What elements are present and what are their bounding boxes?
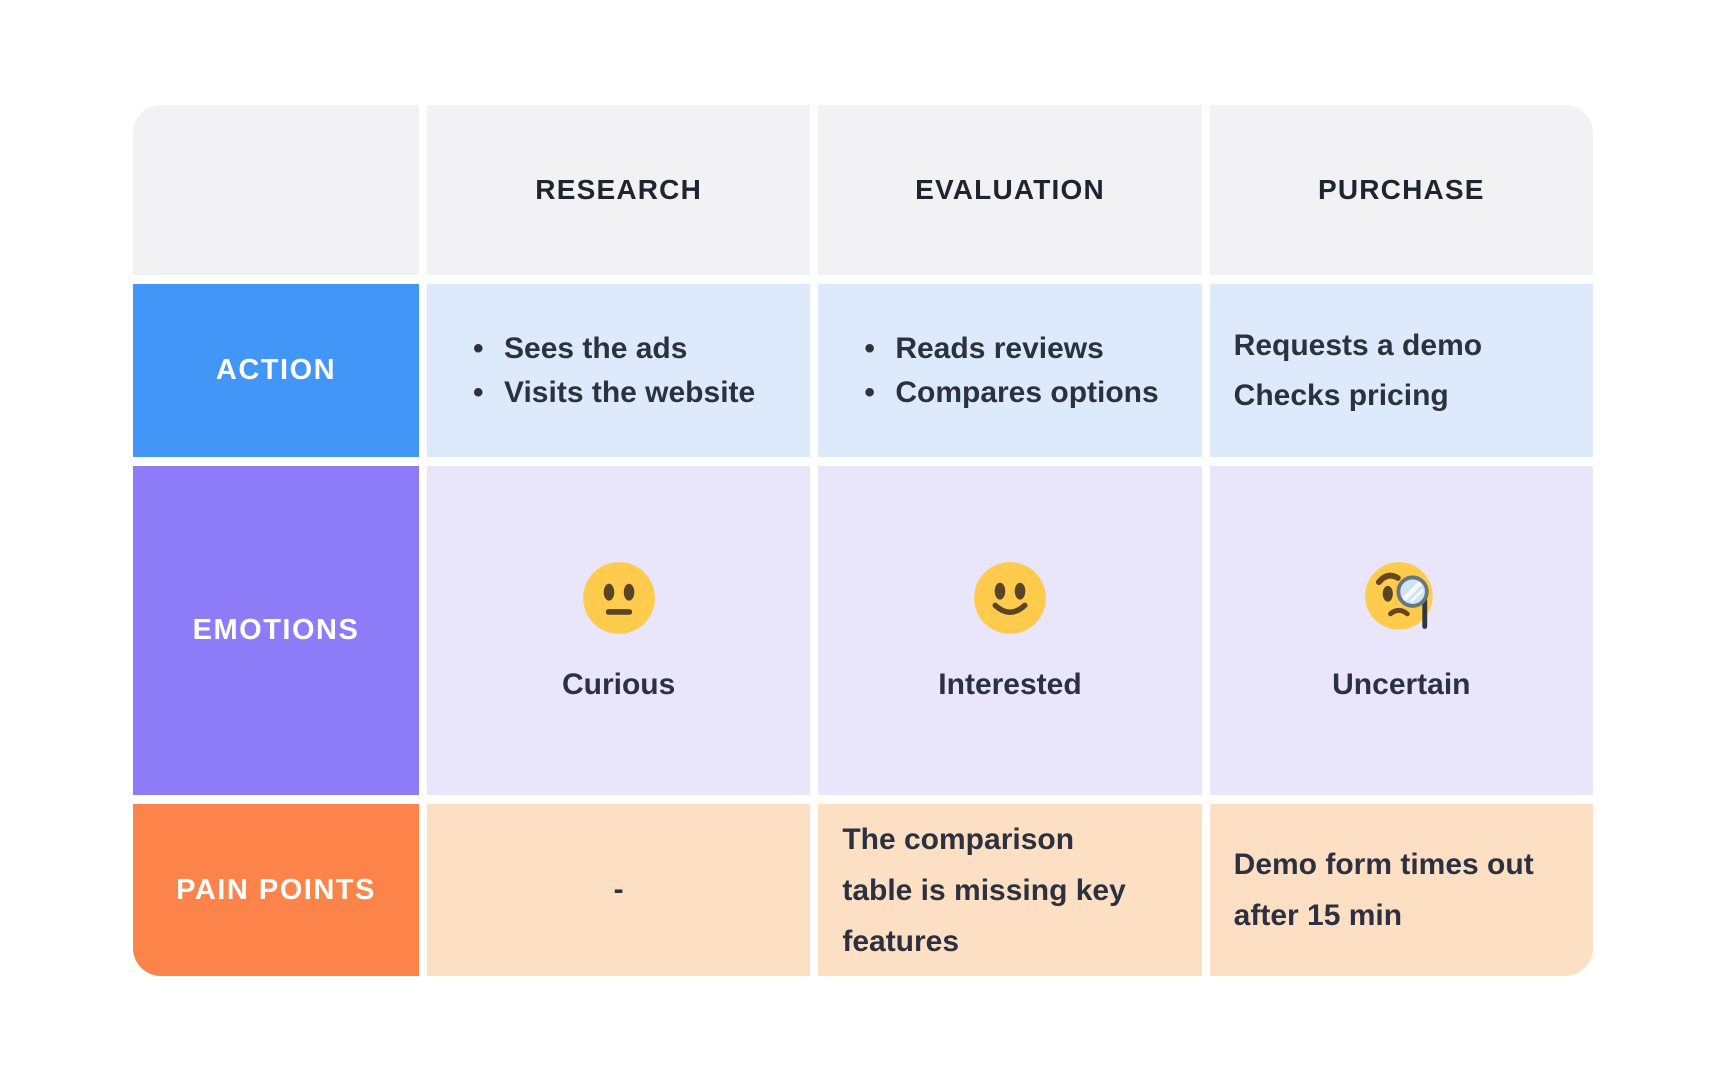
action-evaluation-list: •Reads reviews •Compares options — [818, 323, 1201, 419]
neutral-face-emoji-icon — [582, 561, 655, 634]
slightly-smiling-face-emoji-icon — [974, 561, 1046, 634]
emotion-caption: Interested — [938, 667, 1082, 701]
action-purchase-line: Checks pricing — [1233, 378, 1449, 412]
pain-purchase-text: Demo form times out after 15 min — [1233, 848, 1534, 932]
pain-research-dash: - — [613, 873, 624, 906]
header-cell-research: RESEARCH — [427, 105, 811, 275]
emotions-purchase-cell: Uncertain — [1209, 466, 1593, 795]
action-evaluation-cell: •Reads reviews •Compares options — [818, 284, 1202, 457]
emotion-caption: Uncertain — [1332, 667, 1471, 701]
stage-header-evaluation: EVALUATION — [915, 174, 1105, 205]
emotion-caption: Curious — [561, 667, 676, 701]
row-label-emotions: EMOTIONS — [133, 466, 419, 795]
header-cell-purchase: PURCHASE — [1209, 105, 1593, 275]
stage-header-purchase: PURCHASE — [1317, 174, 1485, 205]
row-label-action: ACTION — [133, 284, 419, 457]
emotions-research-cell: Curious — [427, 466, 811, 795]
list-item: •Reads reviews — [864, 331, 1104, 365]
action-research-list: •Sees the ads •Visits the website — [427, 323, 810, 419]
action-purchase-line: Requests a demo — [1233, 328, 1483, 362]
list-item: •Compares options — [864, 375, 1159, 409]
pain-evaluation-cell: The comparison table is missing key feat… — [818, 804, 1202, 976]
pain-purchase-cell: Demo form times out after 15 min — [1209, 804, 1593, 976]
customer-journey-map-table: RESEARCH EVALUATION PURCHASE ACTION •See… — [133, 105, 1593, 976]
bullet-icon: • — [864, 331, 875, 365]
pain-research-cell: - — [427, 804, 811, 976]
header-blank-cell — [133, 105, 419, 275]
bullet-icon: • — [473, 375, 484, 409]
list-item: •Visits the website — [473, 375, 756, 409]
row-label-pain-points: PAIN POINTS — [133, 804, 419, 976]
emotions-evaluation-cell: Interested — [818, 466, 1202, 795]
bullet-icon: • — [864, 375, 875, 409]
face-with-monocle-emoji-icon — [1365, 561, 1433, 630]
action-purchase-cell: Requests a demo Checks pricing — [1209, 284, 1593, 457]
header-cell-evaluation: EVALUATION — [818, 105, 1202, 275]
action-research-cell: •Sees the ads •Visits the website — [427, 284, 811, 457]
bullet-icon: • — [473, 331, 484, 365]
list-item: •Sees the ads — [473, 331, 688, 365]
pain-evaluation-text: The comparison table is missing key feat… — [842, 822, 1126, 958]
stage-header-research: RESEARCH — [535, 174, 703, 205]
